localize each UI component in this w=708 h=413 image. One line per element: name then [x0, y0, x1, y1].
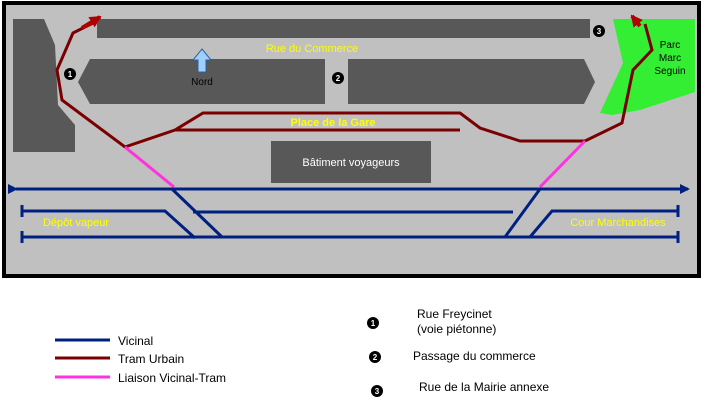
block-left — [13, 19, 75, 152]
legend-marker-2 — [369, 351, 381, 363]
legend-place-1-line-1: Rue Freycinet — [417, 307, 492, 321]
legend-lines: Vicinal Tram Urbain Liaison Vicinal-Tram — [55, 334, 226, 385]
legend-place-2-line-1: Passage du commerce — [413, 349, 536, 363]
svg-text:2: 2 — [336, 74, 341, 83]
tram-main-line — [55, 20, 654, 149]
vicinal-switch-right — [503, 188, 542, 238]
tram-arrow-left — [80, 15, 102, 30]
vicinal-track-upper — [22, 209, 197, 240]
block-center-left — [78, 59, 325, 104]
legend-places: 1 Rue Freycinet (voie piétonne) 2 Passag… — [367, 307, 549, 397]
compass-label: Nord — [191, 77, 213, 88]
svg-text:1: 1 — [371, 319, 376, 328]
legend-marker-3 — [371, 385, 383, 397]
legend-place-1-line-2: (voie piétonne) — [417, 322, 496, 336]
park-area — [600, 19, 695, 115]
legend-label-vicinal: Vicinal — [118, 334, 153, 348]
marker-3: 3 — [593, 25, 605, 37]
legend-marker-1 — [367, 317, 379, 329]
park-label-line-2: Marc — [659, 53, 681, 64]
station-building — [271, 141, 431, 183]
park-label-line-3: Seguin — [654, 66, 685, 77]
legend-place-3-line-1: Rue de la Mairie annexe — [419, 380, 549, 394]
block-center-right — [348, 59, 595, 104]
street-gare-label: Place de la Gare — [291, 117, 376, 129]
link-lines — [124, 139, 587, 189]
tram-arrow-right — [630, 14, 643, 28]
svg-text:1: 1 — [68, 70, 73, 79]
vicinal-track-right — [528, 209, 678, 238]
park-label-line-1: Parc — [660, 40, 681, 51]
marker-1: 1 — [64, 68, 76, 80]
block-top — [97, 19, 590, 38]
station-building-label: Bâtiment voyageurs — [302, 157, 400, 169]
marker-2: 2 — [332, 72, 344, 84]
street-commerce-label: Rue du Commerce — [266, 43, 358, 55]
freight-label: Cour Marchandises — [570, 217, 666, 229]
svg-text:3: 3 — [375, 387, 380, 396]
svg-text:2: 2 — [373, 353, 378, 362]
svg-text:3: 3 — [597, 27, 602, 36]
vicinal-switch-left — [170, 187, 224, 239]
depot-label: Dépôt vapeur — [43, 217, 109, 229]
legend-label-tram: Tram Urbain — [118, 352, 184, 366]
north-arrow-icon — [191, 48, 213, 73]
vicinal-lines — [8, 184, 690, 243]
link-left — [124, 145, 175, 189]
link-right — [538, 139, 587, 189]
legend-label-link: Liaison Vicinal-Tram — [118, 371, 226, 385]
tram-urbain-lines — [55, 20, 654, 149]
